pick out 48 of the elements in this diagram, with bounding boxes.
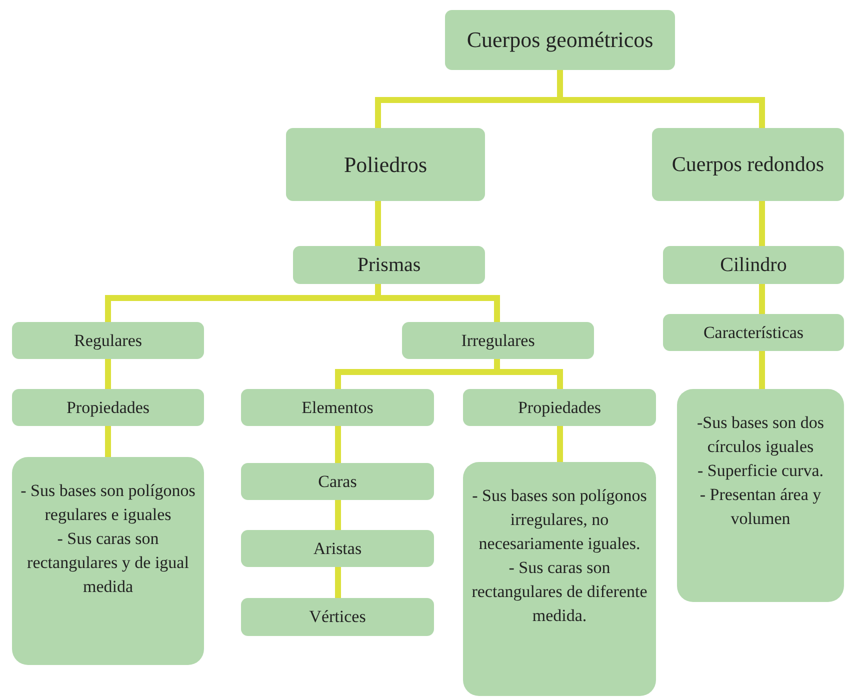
text-card	[12, 457, 204, 665]
concept-box	[286, 128, 485, 201]
node-label: Regulares	[74, 330, 142, 350]
connector-line	[557, 426, 563, 462]
node-label: Prismas	[357, 254, 421, 276]
description-text: - Sus caras son rectangulares y de igual medida	[26, 528, 190, 598]
connector-line	[759, 351, 765, 389]
text-card	[677, 389, 844, 602]
connector-line	[105, 426, 111, 457]
description-text: - Sus caras son rectangulares de diferente medida.	[471, 557, 648, 627]
node-label: Aristas	[313, 538, 362, 558]
concept-box	[12, 389, 204, 426]
concept-box	[652, 128, 844, 201]
concept-box	[445, 10, 675, 70]
node-label: Caras	[318, 472, 357, 492]
description-text: - Superficie curva.	[697, 460, 824, 482]
description-text: - Presentan área y volumen	[698, 484, 822, 530]
node-label: Cuerpos geométricos	[466, 27, 654, 53]
node-label: Propiedades	[518, 398, 602, 418]
concept-box	[663, 314, 844, 351]
node-label: Poliedros	[344, 152, 428, 178]
concept-box	[402, 322, 594, 359]
node-label: Cilindro	[720, 254, 787, 276]
node-label: Vértices	[309, 607, 366, 627]
connector-line	[335, 426, 341, 463]
concept-box	[463, 389, 656, 426]
concept-box	[12, 322, 204, 359]
concept-box	[241, 389, 434, 426]
concept-box	[663, 246, 844, 284]
node-label: Elementos	[302, 398, 374, 418]
concept-box	[241, 530, 434, 567]
concept-box	[293, 246, 485, 284]
node-label: Cuerpos redondos	[672, 152, 824, 177]
concept-box	[241, 598, 434, 636]
connector-line	[335, 500, 341, 530]
connector-line	[375, 201, 381, 246]
description-text: - Sus bases son polígonos regulares e iguales	[20, 480, 196, 526]
connector-line	[759, 201, 765, 246]
node-label: Irregulares	[461, 330, 535, 350]
text-card	[463, 462, 656, 696]
connector-line	[335, 567, 341, 598]
connector-line	[759, 284, 765, 314]
node-label: Propiedades	[66, 398, 150, 418]
description-text: -Sus bases son dos círculos iguales	[696, 412, 826, 458]
description-text: - Sus bases son polígonos irregulares, no necesariamente iguales.	[471, 485, 648, 555]
node-label: Características	[703, 322, 804, 342]
concept-box	[241, 463, 434, 500]
connector-line	[105, 359, 111, 389]
